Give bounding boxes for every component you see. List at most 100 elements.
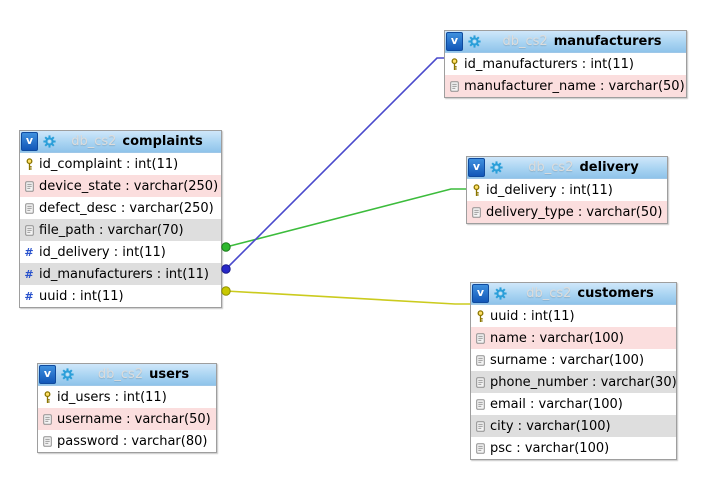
table-options-gear-icon[interactable] [490,161,503,174]
database-name-label: db_cs2 [502,34,548,49]
column-definition: email : varchar(100) [490,396,623,412]
table-name-label: complaints [122,134,203,149]
table-options-gear-icon[interactable] [61,368,74,381]
column-definition: id_manufacturers : int(11) [39,266,209,282]
column-row[interactable]: name : varchar(100) [471,327,676,349]
column-definition: name : varchar(100) [490,330,624,346]
column-definition: id_users : int(11) [57,389,167,405]
column-row[interactable]: # uuid : int(11) [20,285,221,307]
column-definition: username : varchar(50) [57,411,211,427]
column-row[interactable]: delivery_type : varchar(50) [467,201,667,223]
column-row[interactable]: username : varchar(50) [38,408,216,430]
text-column-icon [470,206,482,218]
text-column-icon [23,202,35,214]
text-column-icon [41,413,53,425]
primary-key-icon [470,183,482,197]
table-card-users: v db_cs2 users id_users : int(11) username :… [37,363,217,453]
table-title: db_cs2 complaints [56,134,218,149]
column-row[interactable]: device_state : varchar(250) [20,175,221,197]
column-row[interactable]: city : varchar(100) [471,415,676,437]
database-name-label: db_cs2 [71,134,117,149]
primary-key-icon [41,390,53,404]
column-row[interactable]: # id_delivery : int(11) [20,241,221,263]
numeric-column-icon: # [24,267,34,281]
select-table-button[interactable]: v [468,158,485,177]
column-definition: uuid : int(11) [39,288,124,304]
text-column-icon [474,332,486,344]
column-definition: device_state : varchar(250) [39,178,219,194]
column-definition: surname : varchar(100) [490,352,645,368]
relation-endpoint-dot [221,242,231,252]
column-row[interactable]: password : varchar(80) [38,430,216,452]
table-header-customers[interactable]: v db_cs2 customers [471,283,676,305]
column-row[interactable]: uuid : int(11) [471,305,676,327]
relation-endpoint-dot [221,286,231,296]
column-row[interactable]: surname : varchar(100) [471,349,676,371]
text-column-icon [474,398,486,410]
select-table-button[interactable]: v [21,132,38,151]
relation-line-complaints-id_manufacturers-to-manufacturers [225,57,444,270]
text-column-icon [474,354,486,366]
column-row[interactable]: id_complaint : int(11) [20,153,221,175]
column-row[interactable]: phone_number : varchar(30) [471,371,677,393]
table-name-label: customers [577,286,654,301]
column-row[interactable]: manufacturer_name : varchar(50) [445,75,686,97]
table-options-gear-icon[interactable] [494,287,507,300]
table-header-complaints[interactable]: v db_cs2 complaints [20,131,221,153]
table-options-gear-icon[interactable] [468,35,481,48]
table-header-manufacturers[interactable]: v db_cs2 manufacturers [445,31,686,53]
primary-key-icon [474,309,486,323]
table-title: db_cs2 delivery [503,160,664,175]
column-definition: password : varchar(80) [57,433,208,449]
select-table-button[interactable]: v [472,284,489,303]
text-column-icon [474,376,486,388]
table-name-label: users [149,367,190,382]
primary-key-icon [23,157,35,171]
numeric-column-icon: # [24,289,34,303]
relation-line-complaints-id_delivery-to-delivery [225,188,466,248]
text-column-icon [448,80,460,92]
column-row[interactable]: id_delivery : int(11) [467,179,667,201]
table-card-delivery: v db_cs2 delivery id_delivery : int(11) deli… [466,156,668,224]
database-name-label: db_cs2 [528,160,574,175]
table-title: db_cs2 customers [507,286,673,301]
column-row[interactable]: file_path : varchar(70) [20,219,221,241]
select-table-button[interactable]: v [446,32,463,51]
column-row[interactable]: id_users : int(11) [38,386,216,408]
text-column-icon [23,180,35,192]
numeric-column-icon: # [24,245,34,259]
column-row[interactable]: email : varchar(100) [471,393,676,415]
text-column-icon [41,435,53,447]
column-definition: phone_number : varchar(30) [490,374,677,390]
column-definition: id_complaint : int(11) [39,156,179,172]
select-table-button[interactable]: v [39,365,56,384]
database-name-label: db_cs2 [97,367,144,382]
text-column-icon [474,420,486,432]
column-definition: uuid : int(11) [490,308,575,324]
column-row[interactable]: id_manufacturers : int(11) [445,53,686,75]
relation-line-complaints-uuid-to-customers [225,290,470,305]
table-card-manufacturers: v db_cs2 manufacturers id_manufacturers : i… [444,30,687,98]
column-row[interactable]: psc : varchar(100) [471,437,676,459]
text-column-icon [474,442,486,454]
primary-key-icon [448,57,460,71]
table-options-gear-icon[interactable] [43,135,56,148]
table-title: db_cs2 users [74,367,213,382]
column-row[interactable]: defect_desc : varchar(250) [20,197,221,219]
database-name-label: db_cs2 [526,286,572,301]
column-definition: psc : varchar(100) [490,440,610,456]
table-name-label: manufacturers [553,34,662,49]
column-definition: delivery_type : varchar(50) [486,204,663,220]
table-title: db_cs2 manufacturers [481,34,683,49]
column-definition: file_path : varchar(70) [39,222,184,238]
table-header-users[interactable]: v db_cs2 users [38,364,216,386]
table-name-label: delivery [579,160,639,175]
column-definition: id_delivery : int(11) [39,244,166,260]
column-definition: defect_desc : varchar(250) [39,200,214,216]
column-definition: city : varchar(100) [490,418,611,434]
column-definition: id_manufacturers : int(11) [464,56,634,72]
column-row[interactable]: # id_manufacturers : int(11) [20,263,221,285]
table-header-delivery[interactable]: v db_cs2 delivery [467,157,667,179]
